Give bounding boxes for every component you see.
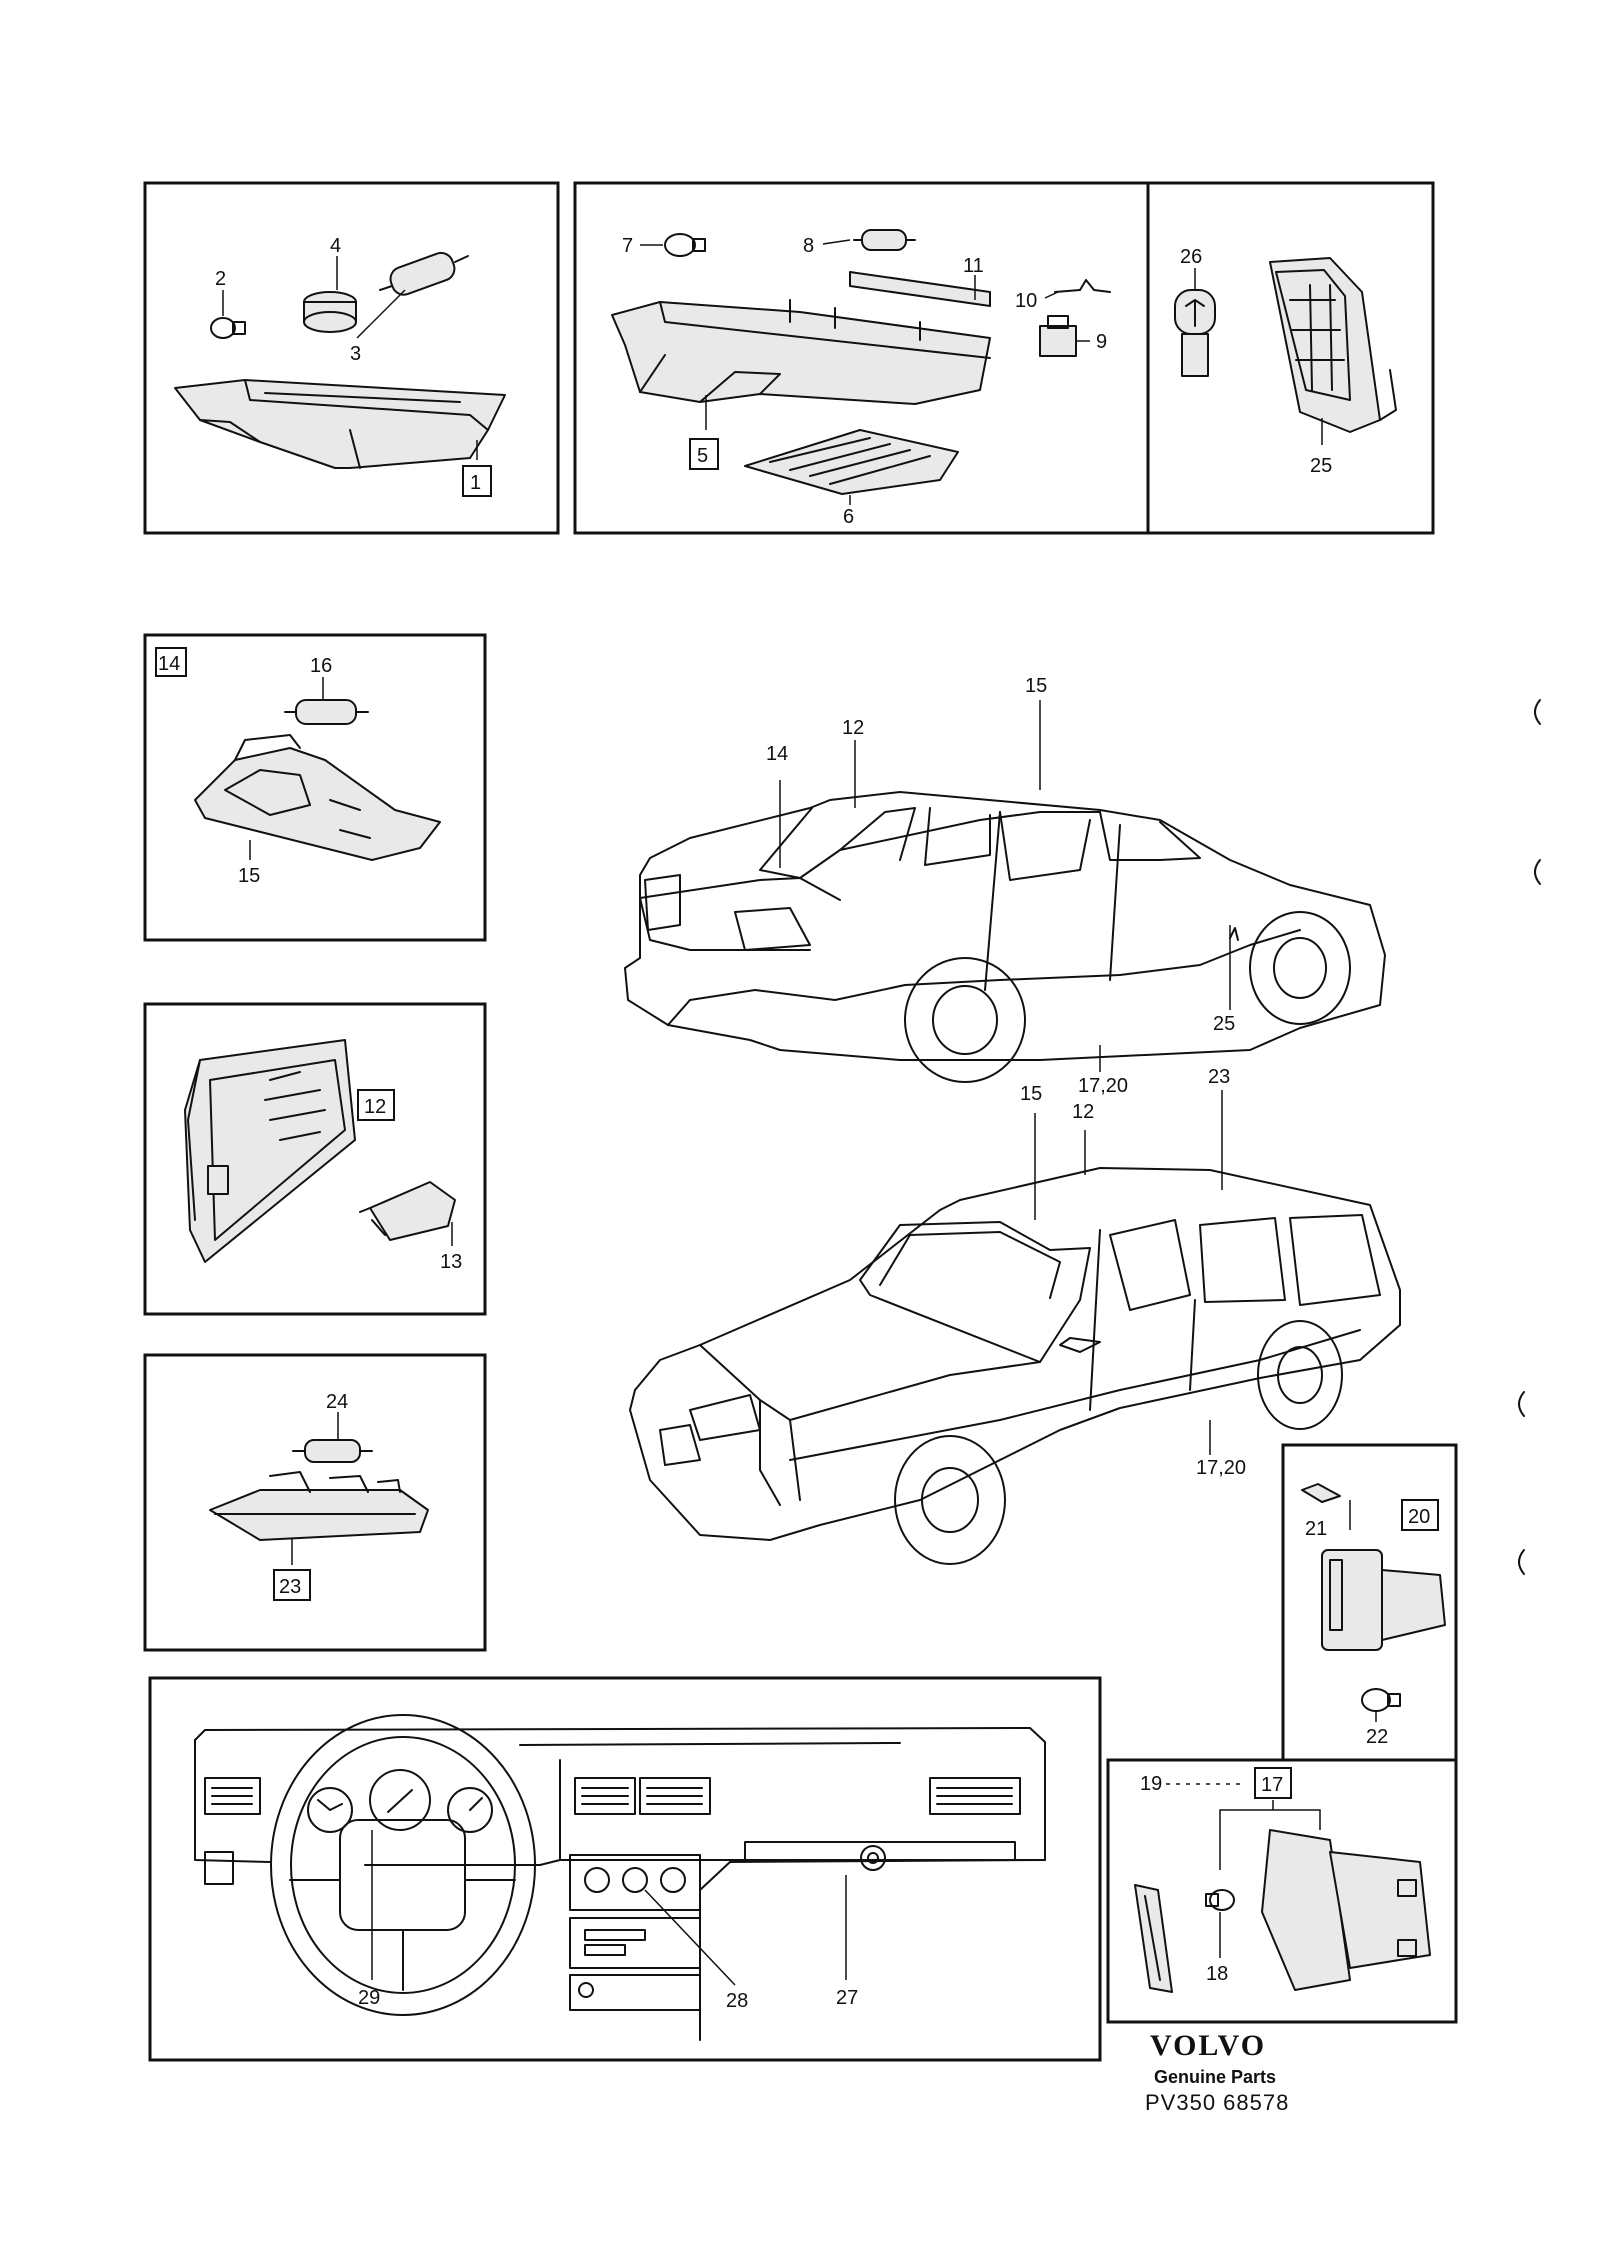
bulb-icon: [1205, 1889, 1235, 1911]
clip-icon: [1054, 279, 1111, 293]
instrument-cluster-icon: [307, 1769, 493, 1833]
panel-trunk-lamp: 14 16 15: [143, 633, 487, 942]
callout-14: 14: [766, 743, 788, 765]
callout-15: 15: [238, 865, 260, 887]
center-console-icon: [569, 1854, 701, 2011]
callout-27: 27: [836, 1987, 858, 2009]
callout-11: 11: [963, 255, 984, 277]
glovebox-icon: [744, 1841, 1016, 1871]
bulb-icon: [1361, 1688, 1401, 1712]
callout-21: 21: [1305, 1518, 1327, 1540]
callout-22: 22: [1366, 1726, 1388, 1748]
lamp-housing-icon: [194, 734, 441, 861]
estate-car-illustration: 15 12 23 17,20: [629, 1066, 1401, 1565]
callout-25: 25: [1310, 455, 1332, 477]
callout-17-20: 17,20: [1078, 1075, 1128, 1097]
callout-19: 19: [1140, 1773, 1162, 1795]
callout-16: 16: [310, 655, 332, 677]
callout-29: 29: [358, 1987, 380, 2009]
panel-side-lamp: 19 17 18: [1106, 1758, 1458, 2024]
panel-reading-lamp: 7 8 11 10 9 5 6: [573, 181, 1150, 535]
grommet-icon: [303, 291, 357, 333]
callout-12: 12: [1072, 1101, 1094, 1123]
switch-icon: [1039, 315, 1077, 357]
gasket-icon: [1134, 1884, 1173, 1993]
festoon-bulb-icon: [379, 251, 469, 296]
panel-dashboard-lamps: 29 28 27: [148, 1676, 1102, 2062]
seal-icon: [1301, 1483, 1341, 1503]
lamp-housing-icon: [174, 379, 506, 469]
callout-17: 17: [1261, 1774, 1283, 1796]
callout-2: 2: [215, 268, 226, 290]
bulb-icon: [1174, 289, 1216, 377]
festoon-bulb-icon: [853, 229, 916, 251]
sedan-car-illustration: 14 12 15 17,20 25: [624, 675, 1386, 1097]
panel-door-lamp: 26 25: [1146, 181, 1435, 535]
callout-7: 7: [622, 235, 633, 257]
callout-26: 26: [1180, 246, 1202, 268]
callout-15: 15: [1025, 675, 1047, 697]
callout-18: 18: [1206, 1963, 1228, 1985]
genuine-parts-label: Genuine Parts: [1154, 2067, 1276, 2087]
publisher-footer: VOLVO Genuine Parts PV350 68578: [1145, 2029, 1289, 2115]
callout-12: 12: [364, 1096, 386, 1118]
callout-13: 13: [440, 1251, 462, 1273]
lamp-housing-icon: [1321, 1549, 1446, 1651]
callout-25: 25: [1213, 1013, 1235, 1035]
callout-17-20: 17,20: [1196, 1457, 1246, 1479]
lamp-housing-icon: [611, 299, 991, 405]
callout-12: 12: [842, 717, 864, 739]
callout-5: 5: [697, 445, 708, 467]
callout-20: 20: [1408, 1506, 1430, 1528]
callout-3: 3: [350, 343, 361, 365]
switch-icon: [204, 1851, 234, 1885]
lens-housing-icon: [1269, 257, 1397, 433]
callout-8: 8: [803, 235, 814, 257]
callout-24: 24: [326, 1391, 348, 1413]
callout-10: 10: [1015, 290, 1037, 312]
panel-cargo-lamp: 24 23: [143, 1353, 487, 1652]
binder-hole-marks: [1518, 699, 1541, 1575]
callout-14: 14: [158, 653, 180, 675]
festoon-bulb-icon: [292, 1439, 373, 1463]
lamp-housing-icon: [184, 1039, 356, 1263]
callout-9: 9: [1096, 331, 1107, 353]
panel-side-marker-lamp: 20 21 22: [1281, 1443, 1458, 1762]
callout-23: 23: [279, 1576, 301, 1598]
callout-6: 6: [843, 506, 854, 528]
lens-strip-icon: [849, 271, 991, 307]
callout-23: 23: [1208, 1066, 1230, 1088]
lamp-housing-icon: [209, 1471, 429, 1541]
volvo-logo-text: VOLVO: [1150, 2029, 1266, 2062]
callout-4: 4: [330, 235, 341, 257]
bulb-icon: [359, 1181, 456, 1241]
lens-grid-icon: [744, 429, 959, 495]
callout-1: 1: [470, 472, 481, 494]
callout-28: 28: [726, 1990, 748, 2012]
catalog-reference: PV350 68578: [1145, 2090, 1289, 2115]
panel-courtesy-lamp: 2 4 3 1: [143, 181, 560, 535]
callout-15: 15: [1020, 1083, 1042, 1105]
steering-wheel-icon: [270, 1714, 536, 2016]
lamp-housing-icon: [1261, 1829, 1431, 1991]
bulb-icon: [664, 233, 706, 257]
air-vent-icon: [204, 1777, 1021, 1815]
festoon-bulb-icon: [284, 699, 369, 725]
bulb-icon: [210, 317, 246, 339]
panel-glovebox-lamp: 12 13: [143, 1002, 487, 1316]
